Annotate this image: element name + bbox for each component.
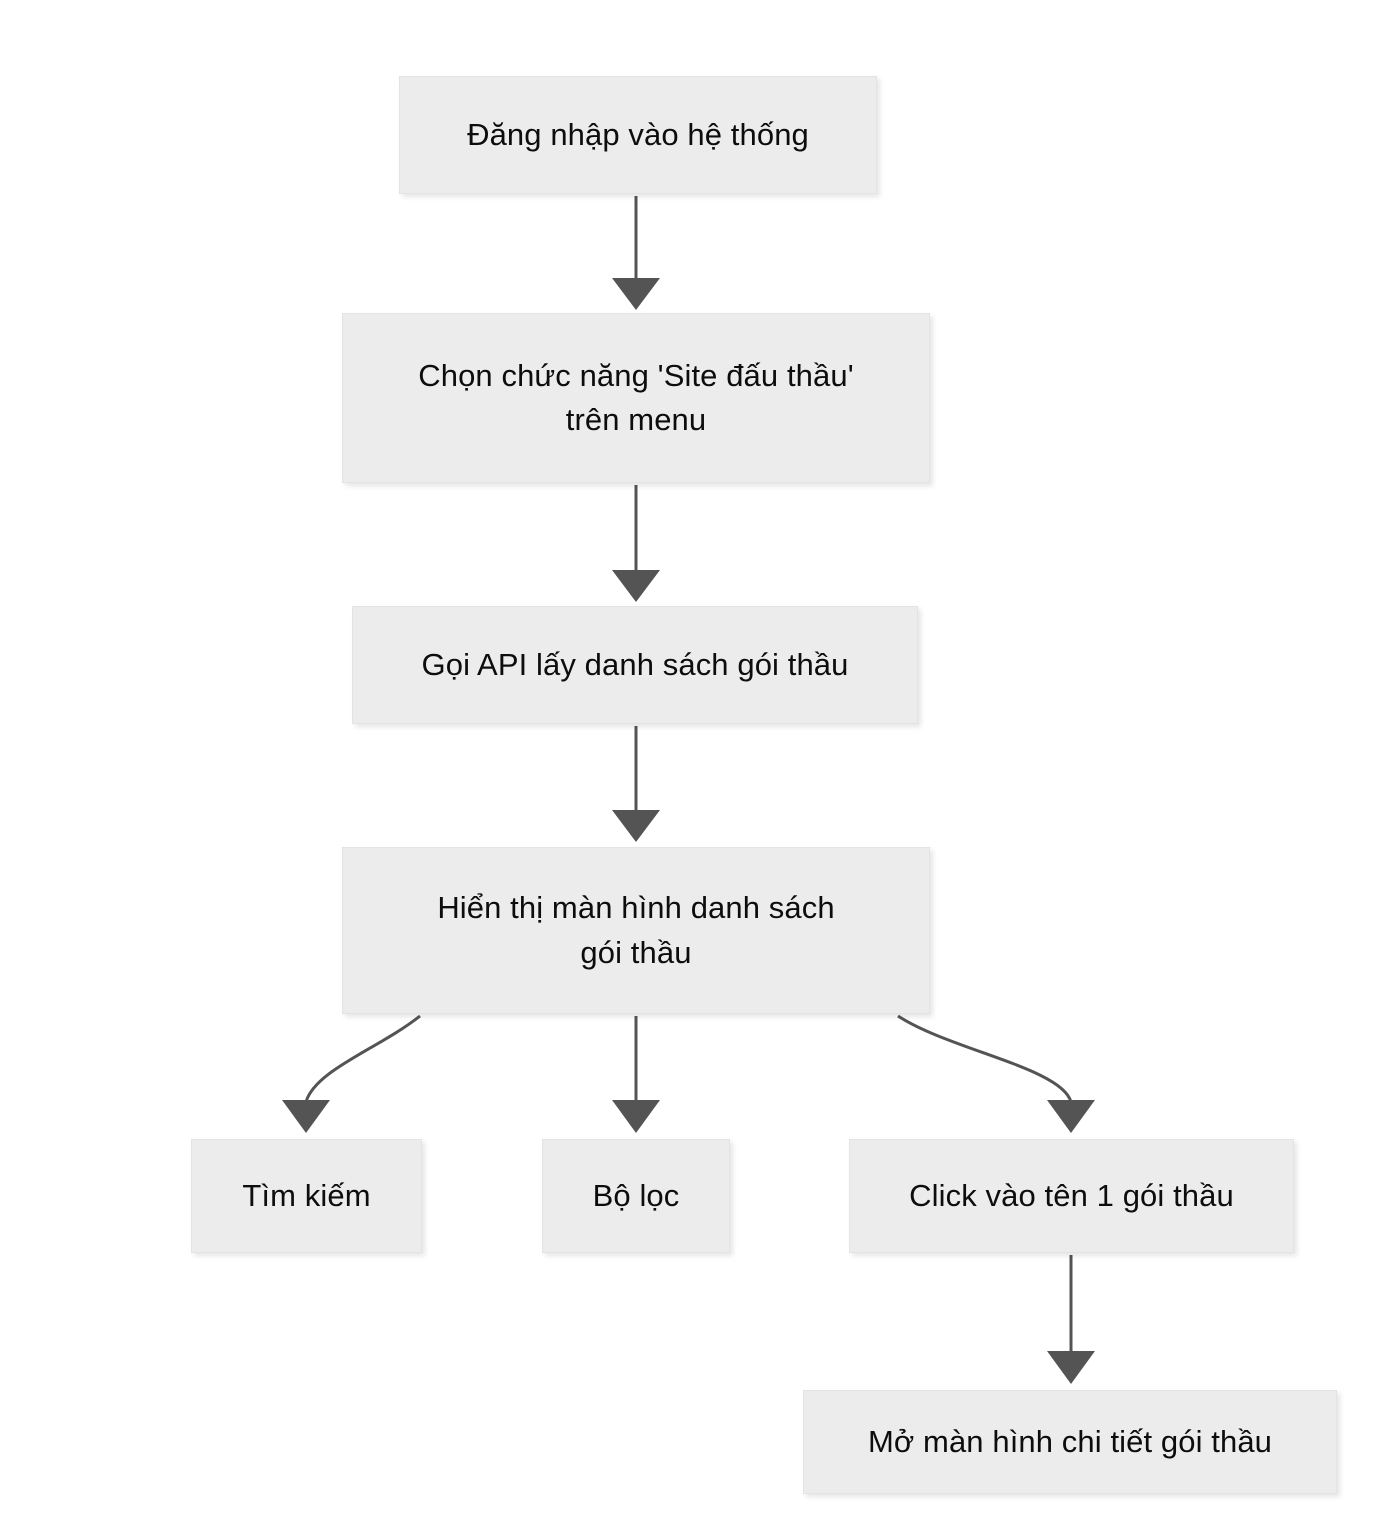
node-login[interactable]: Đăng nhập vào hệ thống	[399, 76, 877, 194]
edge-show-list-to-filter	[612, 1016, 660, 1133]
node-open-detail-label: Mở màn hình chi tiết gói thầu	[867, 1423, 1273, 1459]
node-search[interactable]: Tìm kiếm	[191, 1139, 422, 1253]
node-click-name[interactable]: Click vào tên 1 gói thầu	[849, 1139, 1294, 1253]
node-call-api[interactable]: Gọi API lấy danh sách gói thầu	[352, 606, 918, 724]
edge-login-to-choose-site	[612, 196, 660, 310]
edge-click-name-to-open-detail	[1047, 1255, 1095, 1384]
node-search-label: Tìm kiếm	[242, 1177, 371, 1213]
node-login-label: Đăng nhập vào hệ thống	[467, 116, 809, 152]
node-click-name-label: Click vào tên 1 gói thầu	[909, 1177, 1234, 1213]
node-call-api-label: Gọi API lấy danh sách gói thầu	[421, 646, 849, 682]
node-filter-label: Bộ lọc	[592, 1177, 680, 1213]
node-show-list[interactable]: Hiển thị màn hình danh sách gói thầu	[342, 847, 930, 1014]
node-choose-site-label: Chọn chức năng 'Site đấu thầu' trên menu	[418, 357, 854, 437]
node-choose-site[interactable]: Chọn chức năng 'Site đấu thầu' trên menu	[342, 313, 930, 483]
node-filter[interactable]: Bộ lọc	[542, 1139, 730, 1253]
node-open-detail[interactable]: Mở màn hình chi tiết gói thầu	[803, 1390, 1337, 1494]
edge-choose-site-to-call-api	[612, 485, 660, 602]
edge-call-api-to-show-list	[612, 726, 660, 842]
edge-show-list-to-search	[282, 1014, 421, 1133]
edge-show-list-to-click-name	[897, 1014, 1095, 1133]
node-show-list-label: Hiển thị màn hình danh sách gói thầu	[437, 890, 835, 970]
